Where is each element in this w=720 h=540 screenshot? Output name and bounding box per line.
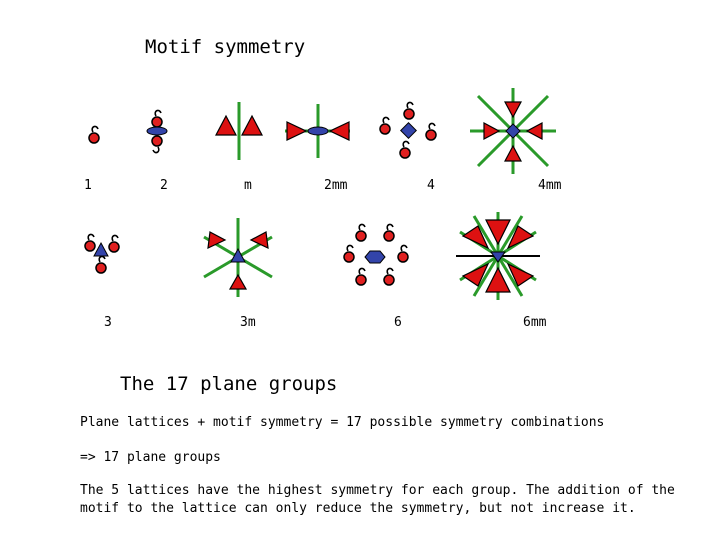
label-4mm: 4mm xyxy=(538,178,562,193)
motif-m xyxy=(215,102,263,160)
label-m: m xyxy=(244,178,252,193)
motif-6 xyxy=(343,223,409,286)
label-1: 1 xyxy=(84,178,92,193)
motif-1 xyxy=(88,125,100,144)
label-6mm: 6mm xyxy=(523,315,547,330)
motif-3 xyxy=(84,233,120,274)
motif-4 xyxy=(379,101,437,159)
label-2mm: 2mm xyxy=(324,178,348,193)
motif-3m xyxy=(203,218,273,297)
motif-2mm xyxy=(285,104,350,158)
label-6: 6 xyxy=(394,315,402,330)
symmetry-diagram xyxy=(84,88,556,300)
equation-line: Plane lattices + motif symmetry = 17 pos… xyxy=(80,415,605,430)
motif-6mm xyxy=(456,212,540,300)
label-2: 2 xyxy=(160,178,168,193)
twofold-axis-symbol xyxy=(146,126,168,136)
slide-title: Motif symmetry xyxy=(145,36,306,58)
section-heading: The 17 plane groups xyxy=(120,373,338,395)
label-3m: 3m xyxy=(240,315,256,330)
motif-4mm xyxy=(470,88,556,174)
explanation-paragraph: The 5 lattices have the highest symmetry… xyxy=(80,483,675,516)
label-3: 3 xyxy=(104,315,112,330)
result-line: => 17 plane groups xyxy=(80,450,221,465)
motif-2 xyxy=(146,109,168,154)
label-4: 4 xyxy=(427,178,435,193)
